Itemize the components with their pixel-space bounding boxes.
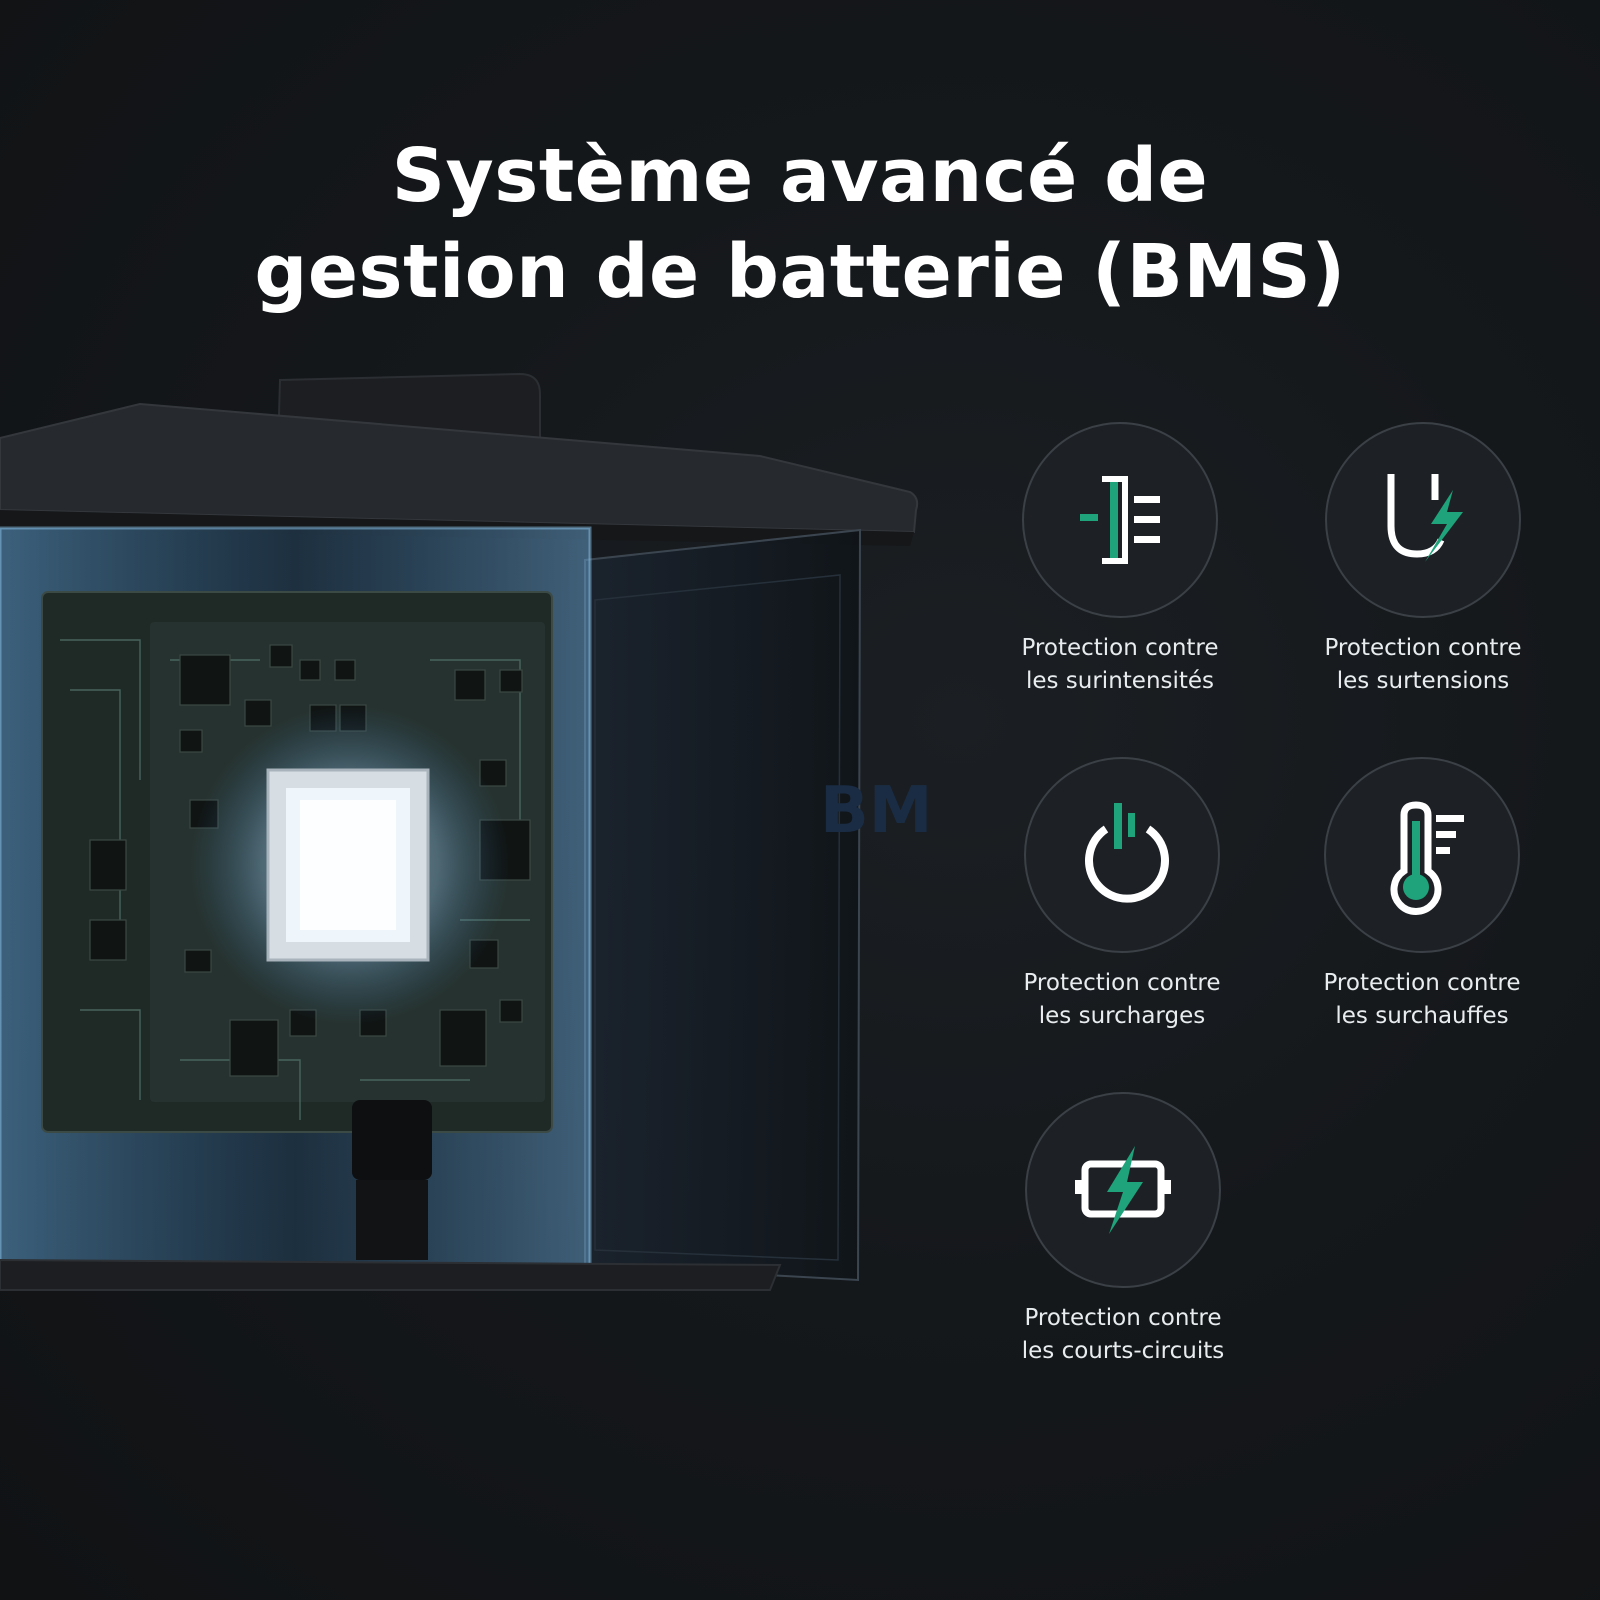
feature-label: Protection contre les surintensités: [970, 632, 1270, 698]
overvoltage-icon: [1387, 474, 1463, 562]
page-title-line-1: Système avancé de: [391, 132, 1209, 219]
overcurrent-icon: [1080, 476, 1160, 564]
feature-overvoltage: Protection contre les surtensions: [1273, 422, 1573, 698]
feature-label-line-2: les surtensions: [1336, 668, 1510, 694]
bms-watermark: BMS: [820, 774, 930, 848]
feature-short-circuit: Protection contre les courts-circuits: [973, 1092, 1273, 1368]
feature-label-line-2: les surcharges: [1038, 1003, 1206, 1029]
feature-label-line-1: Protection contre: [1323, 970, 1521, 996]
feature-label-line-1: Protection contre: [1024, 1305, 1222, 1331]
feature-icon-circle: [1024, 757, 1220, 953]
page-title-line-2: gestion de batterie (BMS): [254, 228, 1346, 315]
feature-label-line-1: Protection contre: [1021, 635, 1219, 661]
feature-label: Protection contre les surcharges: [972, 967, 1272, 1033]
feature-icon-circle: [1022, 422, 1218, 618]
feature-icon-circle: [1025, 1092, 1221, 1288]
feature-label-line-2: les surintensités: [1025, 668, 1215, 694]
feature-overheating: Protection contre les surchauffes: [1272, 757, 1572, 1033]
thermometer-icon: [1390, 801, 1464, 915]
feature-label-line-1: Protection contre: [1324, 635, 1522, 661]
feature-label: Protection contre les surtensions: [1273, 632, 1573, 698]
feature-label: Protection contre les courts-circuits: [973, 1302, 1273, 1368]
power-icon: [1085, 803, 1169, 903]
feature-label-line-2: les courts-circuits: [1021, 1338, 1225, 1364]
feature-label-line-1: Protection contre: [1023, 970, 1221, 996]
feature-icon-circle: [1324, 757, 1520, 953]
battery-device-illustration: BMS: [0, 360, 930, 1300]
feature-label: Protection contre les surchauffes: [1272, 967, 1572, 1033]
page-title: Système avancé de gestion de batterie (B…: [0, 128, 1600, 320]
feature-overload: Protection contre les surcharges: [972, 757, 1272, 1033]
feature-icon-circle: [1325, 422, 1521, 618]
feature-overcurrent: Protection contre les surintensités: [970, 422, 1270, 698]
feature-label-line-2: les surchauffes: [1335, 1003, 1509, 1029]
battery-bolt-icon: [1075, 1146, 1171, 1234]
